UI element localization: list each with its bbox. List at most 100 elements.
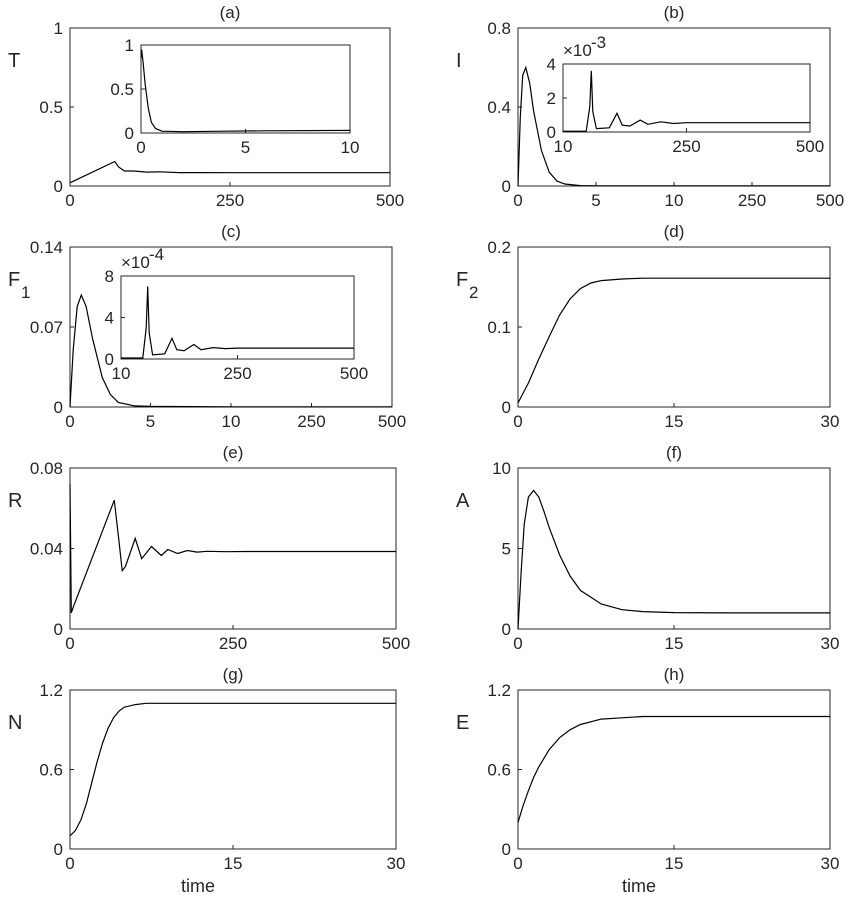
panel-f-title: (f): [666, 443, 682, 462]
panel-b-inset-ytick-label: 4: [547, 55, 556, 74]
panel-c-inset-scale-label: ×10: [121, 253, 150, 272]
panel-h-ylabel: E: [456, 712, 469, 734]
panel-d-ytick-label: 0.1: [487, 318, 511, 337]
panel-d-xtick-label: 30: [821, 412, 840, 431]
panel-f-ytick-label: 0: [502, 620, 511, 639]
panel-c-inset-ytick-label: 8: [105, 267, 114, 286]
panel-b-title: (b): [664, 3, 685, 22]
panel-e-axes-frame: [69, 467, 397, 630]
panel-f-ylabel: A: [456, 490, 470, 512]
panel-a-xtick-label: 500: [376, 191, 404, 210]
panel-h-xlabel: time: [622, 876, 656, 896]
panel-b-ytick-label: 0.8: [487, 19, 511, 38]
panel-d-ylabel: F: [456, 269, 468, 291]
panel-a-inset-xtick-label: 10: [341, 138, 360, 157]
panel-c-xtick-label: 500: [378, 412, 406, 431]
panel-d-axes-frame: [517, 246, 831, 408]
panel-h-ytick-label: 0: [502, 840, 511, 859]
panel-e-ylabel: R: [8, 490, 22, 512]
panel-e-xtick-label: 0: [65, 634, 74, 653]
panel-a-xtick-label: 250: [216, 191, 244, 210]
panel-c-ylabel: F: [8, 269, 20, 291]
panel-f-series-line: [517, 489, 830, 630]
panel-e-ytick-label: 0.04: [30, 540, 63, 559]
panel-a-inset-ytick-label: 0.5: [110, 80, 134, 99]
panel-a-inset-xtick-label: 0: [136, 138, 145, 157]
panel-d-title: (d): [664, 222, 685, 241]
panel-h-ytick-label: 0.6: [487, 761, 511, 780]
panel-c-xtick-label: 5: [146, 412, 155, 431]
panel-b-inset-scale-label: ×10: [563, 41, 592, 60]
panel-f-xtick-label: 30: [821, 634, 840, 653]
panel-g-axes-frame: [69, 689, 397, 850]
panel-e-ytick-label: 0.08: [30, 459, 63, 478]
panel-c-ytick-label: 0: [54, 398, 63, 417]
panel-f-xtick-label: 15: [665, 634, 684, 653]
panel-g-xtick-label: 0: [65, 854, 74, 873]
panel-g-xtick-label: 30: [387, 854, 406, 873]
panel-c-inset-ytick-label: 4: [105, 309, 114, 328]
panel-b-inset-xtick-label: 10: [554, 137, 573, 156]
panel-c-xtick-label: 0: [65, 412, 74, 431]
panel-b-inset-xtick-label: 250: [672, 137, 700, 156]
panel-a-ytick-label: 0: [54, 177, 63, 196]
panel-a-series-line: [69, 160, 390, 184]
panel-a-title: (a): [220, 3, 241, 22]
panel-a-inset-frame: [140, 44, 351, 134]
panel-f-axes-frame: [517, 467, 831, 630]
panel-b-xtick-label: 10: [665, 191, 684, 210]
panel-b-ytick-label: 0.4: [487, 98, 511, 117]
panel-b-xtick-label: 250: [738, 191, 766, 210]
panel-b-inset-ytick-label: 2: [547, 89, 556, 108]
panel-d-xtick-label: 15: [665, 412, 684, 431]
panel-c-inset-xtick-label: 500: [340, 364, 368, 383]
panel-c-inset-frame: [120, 275, 355, 360]
panel-a-inset-series-line: [140, 49, 351, 133]
panel-b-inset-frame: [562, 63, 811, 133]
panel-g-ytick-label: 1.2: [39, 681, 63, 700]
panel-g-xtick-label: 15: [224, 854, 243, 873]
panel-e-xtick-label: 500: [382, 634, 410, 653]
panel-f-xtick-label: 0: [513, 634, 522, 653]
panel-a-ytick-label: 1: [54, 19, 63, 38]
panel-c-inset-xtick-label: 10: [112, 364, 131, 383]
panel-g-xlabel: time: [181, 876, 215, 896]
panel-a-xtick-label: 0: [65, 191, 74, 210]
panel-c-series-line: [69, 293, 392, 408]
panel-c-ytick-label: 0.14: [30, 238, 63, 257]
panel-e-xtick-label: 250: [219, 634, 247, 653]
panel-a-inset-xtick-label: 5: [241, 138, 250, 157]
panel-h-xtick-label: 15: [665, 854, 684, 873]
panel-c-ytick-label: 0.07: [30, 318, 63, 337]
panel-h-series-line: [517, 715, 830, 823]
panel-d-xtick-label: 0: [513, 412, 522, 431]
panel-e-series-line: [69, 484, 396, 614]
panel-h-title: (h): [664, 665, 685, 684]
panel-d-series-line: [517, 277, 830, 404]
panel-b-inset-series-line: [563, 70, 810, 132]
panel-a-ytick-label: 0.5: [39, 98, 63, 117]
panel-g-ylabel: N: [8, 712, 22, 734]
panel-b-ytick-label: 0: [502, 177, 511, 196]
panel-b-xtick-label: 500: [816, 191, 844, 210]
panel-d-ytick-label: 0: [502, 398, 511, 417]
panel-c-xtick-label: 10: [222, 412, 241, 431]
panel-g-ytick-label: 0.6: [39, 761, 63, 780]
panel-c-xtick-label: 250: [297, 412, 325, 431]
panel-h-xtick-label: 30: [821, 854, 840, 873]
panel-c-ylabel-subscript: 1: [21, 283, 30, 302]
panel-f-ytick-label: 10: [492, 459, 511, 478]
panel-h-ytick-label: 1.2: [487, 681, 511, 700]
